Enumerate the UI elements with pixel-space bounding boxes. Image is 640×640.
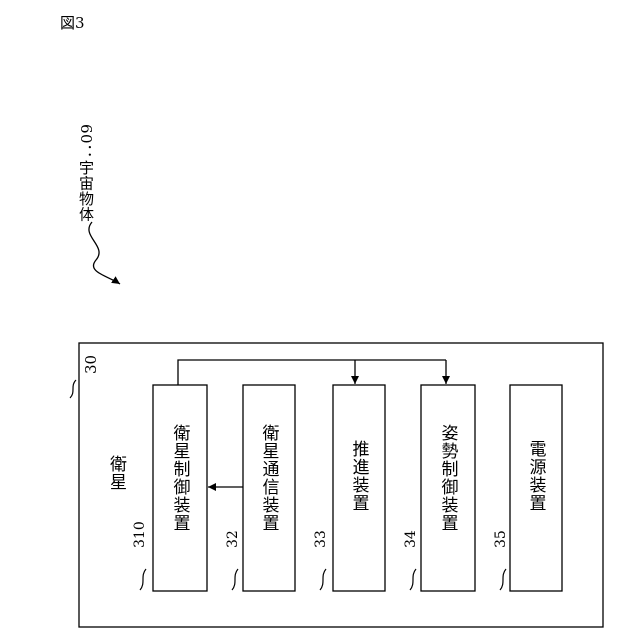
satellite-ref-squiggle bbox=[70, 380, 76, 398]
component-ref-32: 32 bbox=[225, 530, 241, 548]
ref-squiggle-310 bbox=[140, 569, 146, 590]
component-ref-35: 35 bbox=[493, 530, 509, 548]
ref-squiggle-32 bbox=[232, 569, 238, 590]
space-object-leader-arrow bbox=[89, 222, 120, 284]
component-label-35: 電源装置 bbox=[524, 440, 549, 512]
ref-squiggle-35 bbox=[500, 569, 506, 590]
component-ref-33: 33 bbox=[313, 530, 329, 548]
ref-squiggle-33 bbox=[320, 569, 326, 590]
component-ref-34: 34 bbox=[403, 530, 419, 548]
ref-squiggle-34 bbox=[410, 569, 416, 590]
component-label-34: 姿勢制御装置 bbox=[436, 424, 461, 532]
component-ref-310: 310 bbox=[132, 521, 148, 548]
component-label-33: 推進装置 bbox=[347, 440, 372, 512]
control-line-top bbox=[178, 360, 446, 385]
component-label-310: 衛星制御装置 bbox=[168, 424, 193, 532]
satellite-ref: 30 bbox=[82, 355, 100, 374]
component-label-32: 衛星通信装置 bbox=[257, 424, 282, 532]
satellite-title: 衛星 bbox=[104, 455, 129, 491]
